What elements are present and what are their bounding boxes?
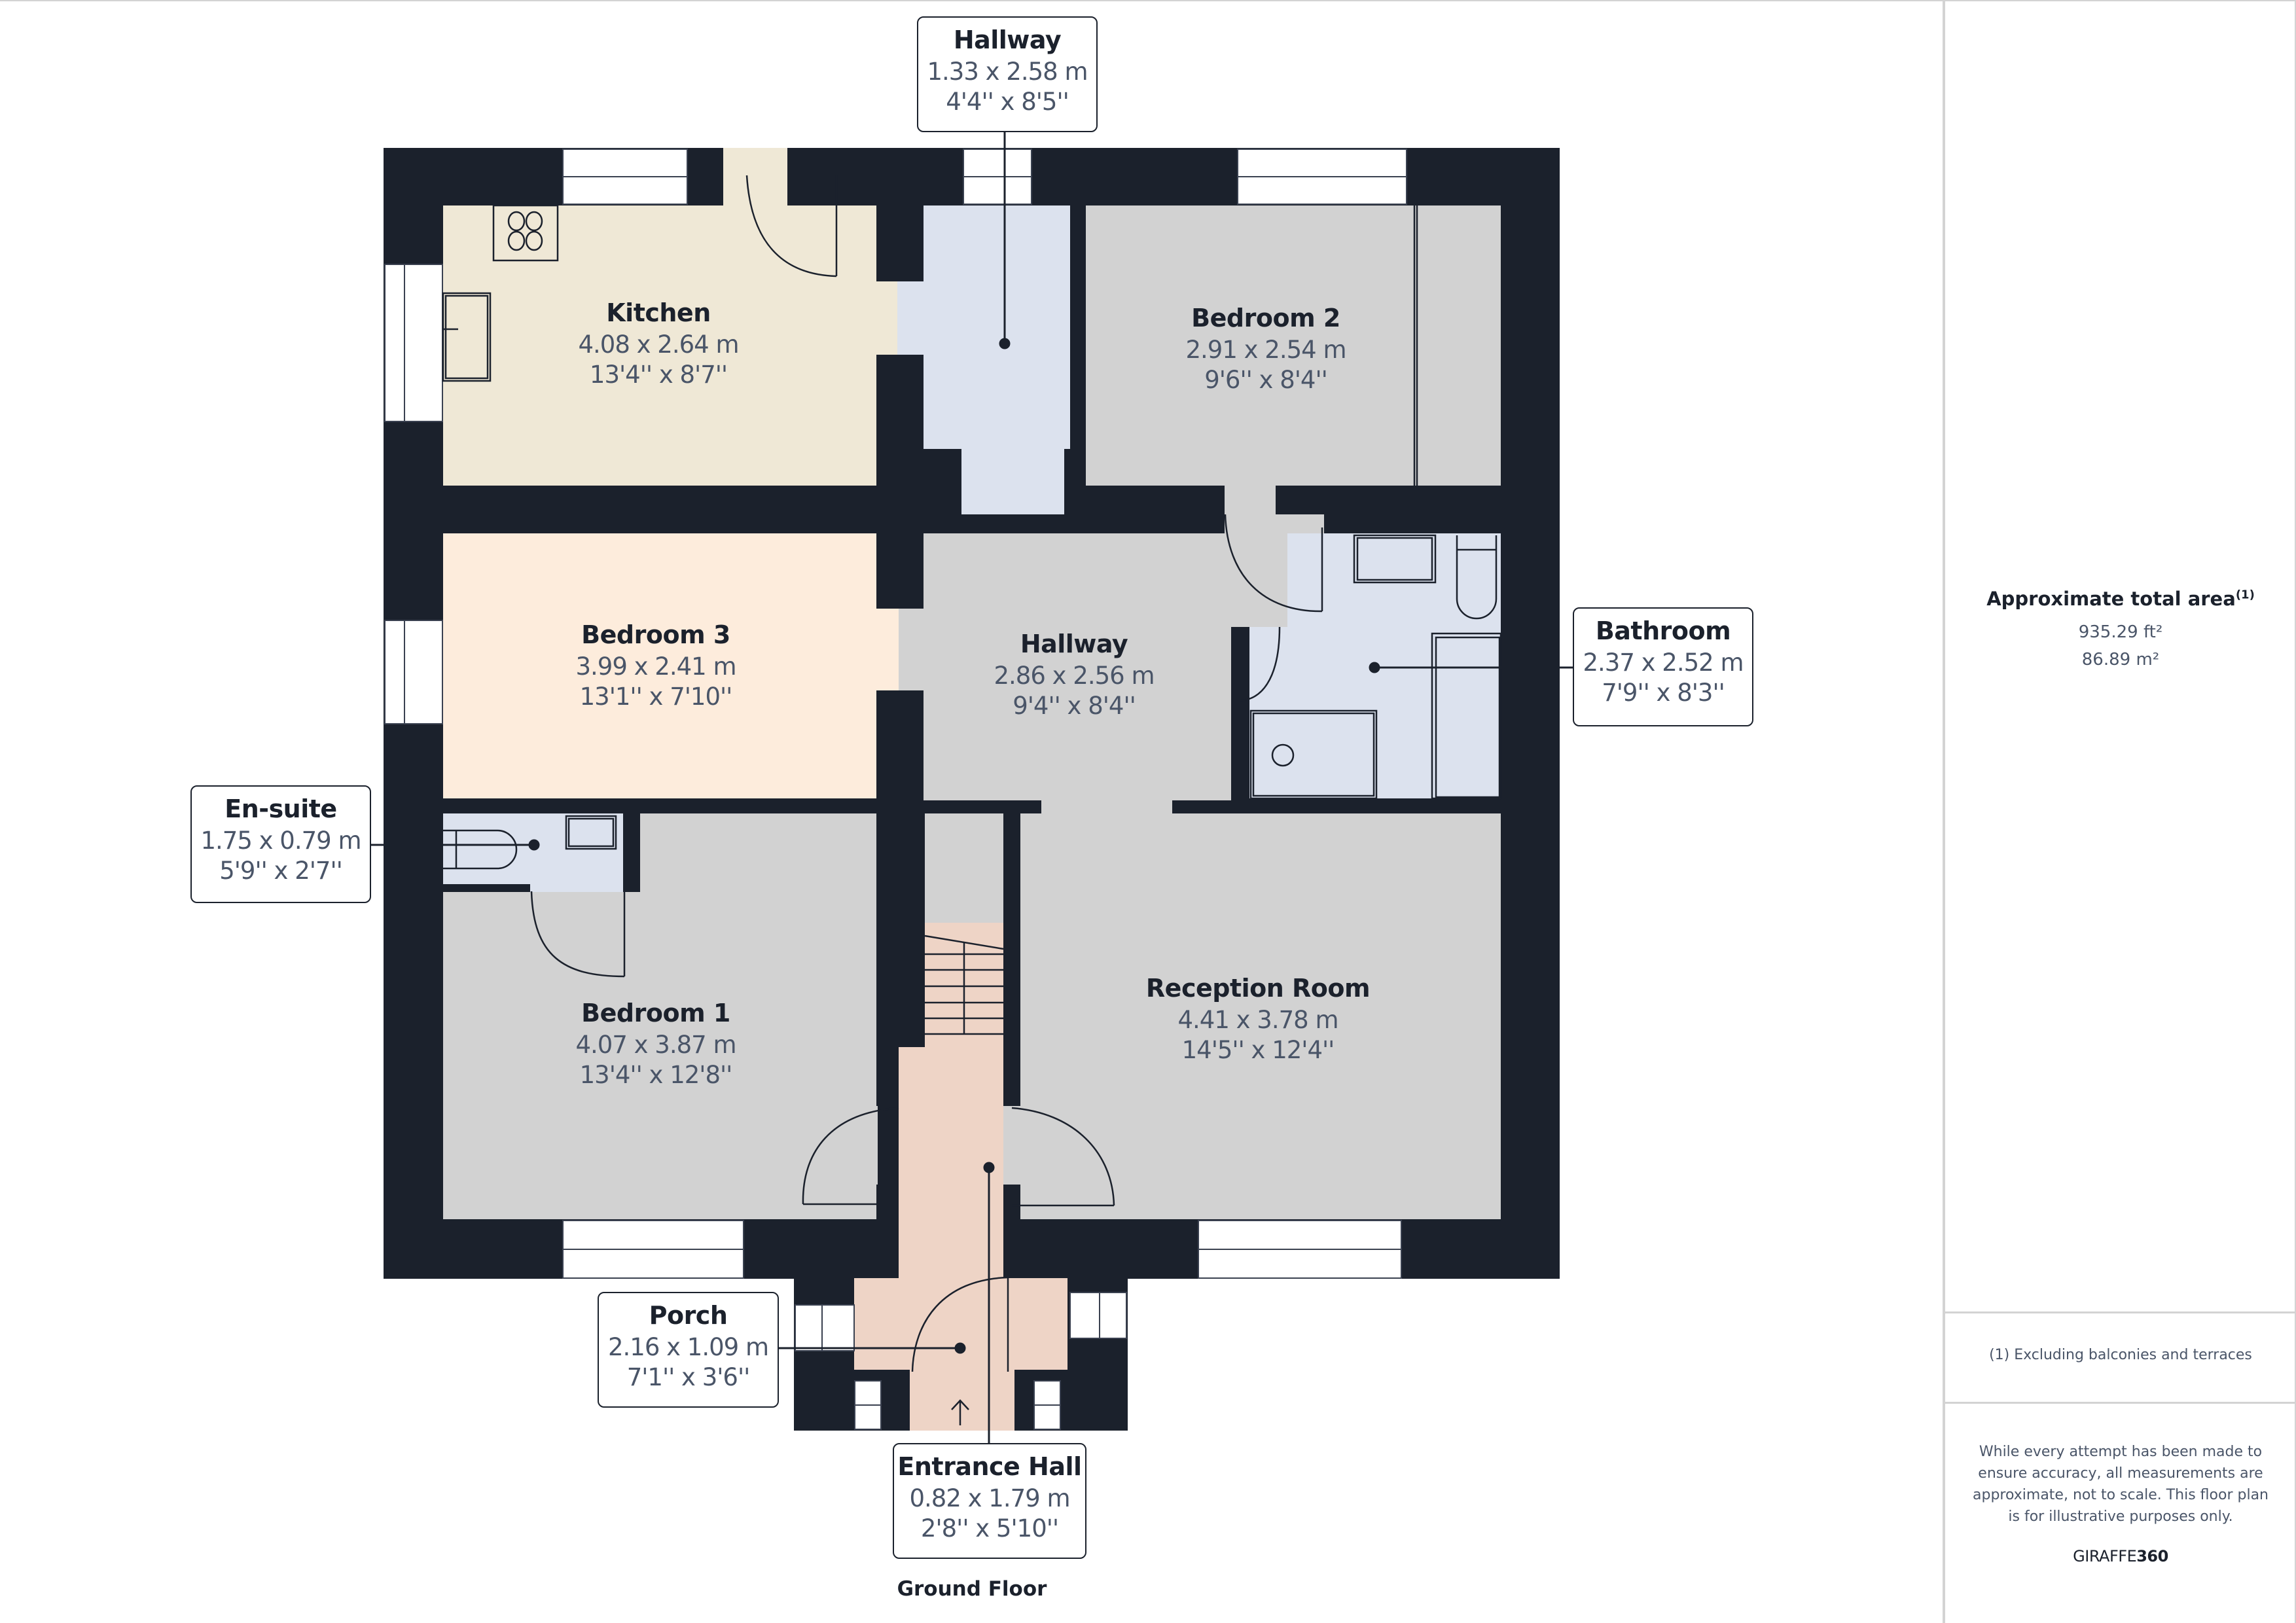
room-name: Kitchen bbox=[606, 298, 711, 327]
room-imperial: 13'4'' x 12'8'' bbox=[579, 1061, 733, 1089]
divider bbox=[1945, 1311, 2296, 1313]
floor-name: Ground Floor bbox=[897, 1577, 1047, 1601]
room-metric: 2.91 x 2.54 m bbox=[1185, 336, 1347, 364]
room-name: Bedroom 3 bbox=[581, 620, 730, 649]
kitchen-floor bbox=[443, 205, 876, 486]
floor-plan: Kitchen 4.08 x 2.64 m 13'4'' x 8'7'' Bed… bbox=[190, 16, 1753, 1601]
room-metric: 4.41 x 3.78 m bbox=[1177, 1006, 1339, 1034]
room-reception: Reception Room 4.41 x 3.78 m 14'5'' x 12… bbox=[1145, 971, 1371, 1065]
room-metric: 4.08 x 2.64 m bbox=[578, 330, 740, 359]
area-sqm: 86.89 m² bbox=[2081, 650, 2160, 669]
room-metric: 1.33 x 2.58 m bbox=[927, 58, 1088, 86]
bedroom3-floor bbox=[443, 533, 876, 798]
callout-leaders bbox=[368, 131, 1573, 1443]
room-bedroom3: Bedroom 3 3.99 x 2.41 m 13'1'' x 7'10'' bbox=[575, 618, 737, 712]
brand-text-bold: 360 bbox=[2136, 1547, 2168, 1565]
room-metric: 2.37 x 2.52 m bbox=[1583, 649, 1744, 677]
reception-floor bbox=[1020, 813, 1501, 1219]
room-metric: 4.07 x 3.87 m bbox=[575, 1031, 737, 1059]
floor-plan-drawing bbox=[368, 131, 1573, 1443]
callout-porch: Porch 2.16 x 1.09 m 7'1'' x 3'6'' bbox=[598, 1292, 779, 1408]
room-name: Bathroom bbox=[1595, 616, 1731, 645]
room-metric: 2.86 x 2.56 m bbox=[994, 662, 1155, 690]
room-name: Bedroom 1 bbox=[581, 999, 730, 1027]
sink-icon bbox=[442, 292, 492, 382]
porch-floor bbox=[854, 1278, 1067, 1370]
room-name: Hallway bbox=[953, 26, 1062, 54]
room-name: Porch bbox=[649, 1301, 728, 1330]
room-imperial: 4'4'' x 8'5'' bbox=[946, 88, 1069, 116]
windows bbox=[384, 149, 1407, 1430]
room-imperial: 7'9'' x 8'3'' bbox=[1602, 679, 1725, 707]
room-name: Reception Room bbox=[1145, 974, 1371, 1003]
divider bbox=[1945, 1402, 2296, 1404]
total-area: Approximate total area(1) 935.29 ft² 86.… bbox=[1945, 588, 2296, 671]
room-imperial: 14'5'' x 12'4'' bbox=[1181, 1036, 1335, 1064]
room-imperial: 2'8'' x 5'10'' bbox=[920, 1514, 1059, 1543]
room-bedroom1: Bedroom 1 4.07 x 3.87 m 13'4'' x 12'8'' bbox=[575, 996, 737, 1090]
room-name: Hallway bbox=[1020, 630, 1128, 658]
room-metric: 0.82 x 1.79 m bbox=[909, 1484, 1071, 1512]
total-area-title-text: Approximate total area bbox=[1986, 588, 2236, 610]
disclaimer: While every attempt has been made to ens… bbox=[1973, 1444, 2269, 1525]
callout-bathroom: Bathroom 2.37 x 2.52 m 7'9'' x 8'3'' bbox=[1573, 607, 1753, 726]
brand-text: GIRAFFE bbox=[2073, 1547, 2137, 1565]
room-metric: 2.16 x 1.09 m bbox=[608, 1333, 769, 1361]
room-bedroom2: Bedroom 2 2.91 x 2.54 m 9'6'' x 8'4'' bbox=[1185, 301, 1347, 395]
room-name: Bedroom 2 bbox=[1191, 304, 1340, 332]
room-name: En-suite bbox=[224, 794, 337, 823]
room-imperial: 13'4'' x 8'7'' bbox=[589, 361, 728, 389]
room-floors bbox=[443, 148, 1501, 1431]
fixtures bbox=[442, 175, 1502, 1425]
total-area-title: Approximate total area(1) bbox=[1945, 588, 2296, 610]
callout-ensuite: En-suite 1.75 x 0.79 m 5'9'' x 2'7'' bbox=[190, 785, 371, 903]
footnote-marker: (1) bbox=[2235, 588, 2255, 602]
room-imperial: 9'6'' x 8'4'' bbox=[1204, 366, 1328, 394]
area-sqft: 935.29 ft² bbox=[2078, 622, 2163, 642]
callout-hallway-upper: Hallway 1.33 x 2.58 m 4'4'' x 8'5'' bbox=[917, 16, 1098, 132]
bathroom-floor bbox=[1287, 533, 1501, 798]
hallway-upper-floor bbox=[924, 205, 1070, 449]
callout-entrance-hall: Entrance Hall 0.82 x 1.79 m 2'8'' x 5'10… bbox=[893, 1443, 1086, 1559]
hallway-main-floor bbox=[924, 533, 1231, 800]
room-imperial: 13'1'' x 7'10'' bbox=[579, 683, 733, 711]
room-metric: 3.99 x 2.41 m bbox=[575, 652, 737, 681]
room-hallway-main: Hallway 2.86 x 2.56 m 9'4'' x 8'4'' bbox=[994, 627, 1155, 721]
room-imperial: 5'9'' x 2'7'' bbox=[219, 857, 343, 885]
room-imperial: 7'1'' x 3'6'' bbox=[626, 1363, 751, 1391]
room-name: Entrance Hall bbox=[897, 1452, 1082, 1481]
bedroom2-floor bbox=[1086, 205, 1501, 486]
summary-panel: Approximate total area(1) 935.29 ft² 86.… bbox=[1943, 0, 2296, 1623]
room-imperial: 9'4'' x 8'4'' bbox=[1013, 692, 1136, 720]
footnote: (1) Excluding balconies and terraces bbox=[1989, 1347, 2252, 1363]
room-kitchen: Kitchen 4.08 x 2.64 m 13'4'' x 8'7'' bbox=[578, 296, 740, 390]
hob-icon bbox=[492, 204, 559, 262]
brand-logo: GIRAFFE360 bbox=[1945, 1547, 2296, 1565]
room-metric: 1.75 x 0.79 m bbox=[200, 827, 362, 855]
